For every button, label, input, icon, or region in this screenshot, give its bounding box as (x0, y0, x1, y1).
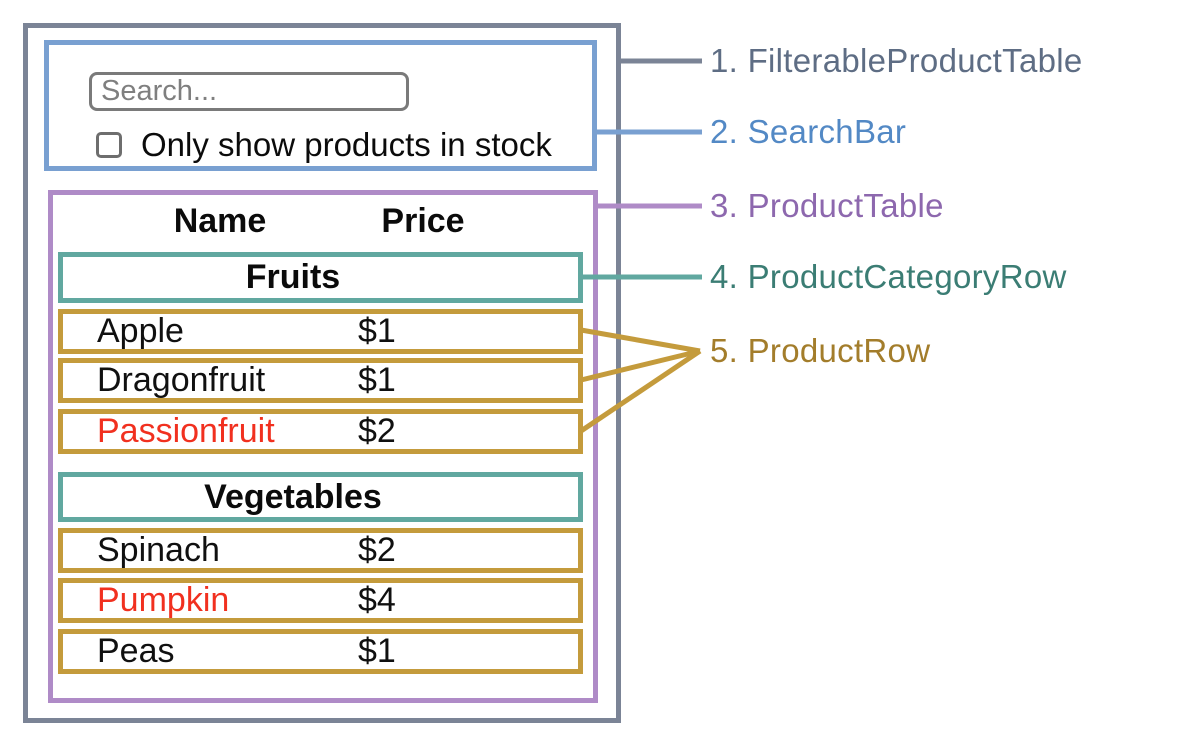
product-name: Dragonfruit (97, 361, 266, 399)
column-header-name: Name (173, 202, 267, 240)
search-input[interactable] (89, 72, 409, 111)
legend-label-filterable-product-table: 1. FilterableProductTable (710, 42, 1083, 79)
product-price: $1 (358, 632, 396, 670)
product-row-pumpkin: Pumpkin $4 (58, 578, 583, 623)
product-price: $1 (358, 312, 396, 350)
in-stock-checkbox[interactable] (96, 132, 122, 158)
product-name: Peas (97, 632, 175, 670)
product-name: Spinach (97, 531, 220, 569)
legend-label-product-table: 3. ProductTable (710, 187, 944, 224)
product-row-dragonfruit: Dragonfruit $1 (58, 358, 583, 403)
legend-label-product-row: 5. ProductRow (710, 332, 931, 369)
product-price: $2 (358, 412, 396, 450)
product-price: $2 (358, 531, 396, 569)
product-category-row-vegetables: Vegetables (58, 472, 583, 522)
in-stock-checkbox-label: Only show products in stock (141, 126, 552, 163)
product-price: $1 (358, 361, 396, 399)
product-name: Pumpkin (97, 581, 230, 619)
product-row-apple: Apple $1 (58, 309, 583, 354)
product-name: Apple (97, 312, 184, 350)
legend-label-search-bar: 2. SearchBar (710, 113, 907, 150)
product-name: Passionfruit (97, 412, 275, 450)
product-row-peas: Peas $1 (58, 629, 583, 674)
product-row-spinach: Spinach $2 (58, 528, 583, 573)
column-header-price: Price (381, 202, 465, 240)
product-category-row-fruits: Fruits (58, 252, 583, 303)
product-price: $4 (358, 581, 396, 619)
product-row-passionfruit: Passionfruit $2 (58, 409, 583, 454)
legend-label-product-category-row: 4. ProductCategoryRow (710, 258, 1067, 295)
